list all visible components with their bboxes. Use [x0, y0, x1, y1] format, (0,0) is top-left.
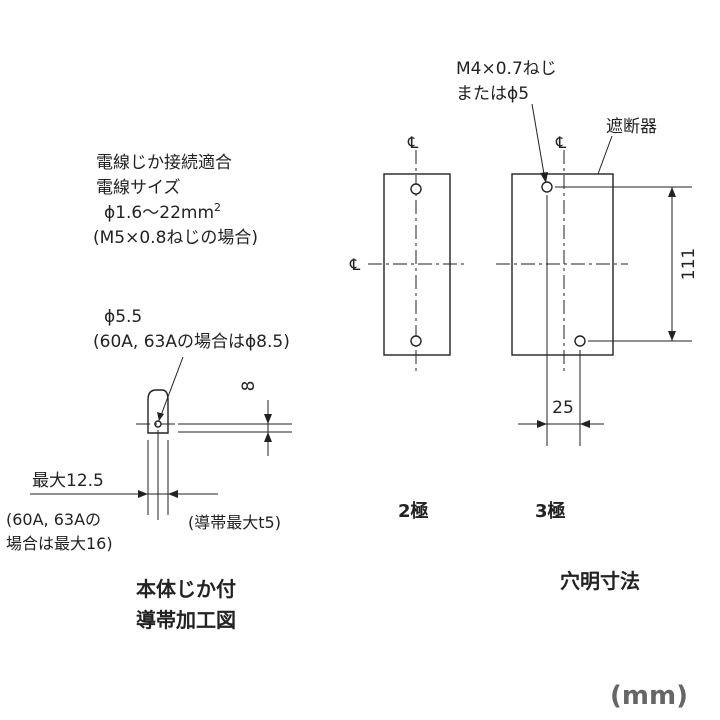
- dim-111-label: 111: [679, 248, 699, 280]
- wire-note-line2: 電線サイズ: [96, 178, 181, 198]
- left-caption-line2: 導帯加工図: [136, 608, 236, 632]
- hole-note-line2: (60A, 63Aの場合はϕ8.5): [93, 332, 290, 352]
- wire-note-line4: (M5×0.8ねじの場合): [93, 228, 258, 248]
- three-pole-drilling-pattern: ℄ 111 25: [496, 103, 699, 446]
- two-pole-label: 2極: [398, 500, 429, 522]
- breaker-label: 遮断器: [606, 117, 657, 137]
- three-pole-centerline-symbol: ℄: [555, 133, 567, 152]
- pole-labels: 2極 3極: [398, 500, 566, 522]
- hole-leader-line: [159, 356, 184, 419]
- two-pole-hole-top: [410, 183, 422, 195]
- width-arrow-left: [138, 490, 148, 498]
- wire-size-superscript: 2: [214, 201, 221, 214]
- three-pole-label: 3極: [535, 500, 566, 522]
- right-caption: 穴明寸法: [560, 569, 640, 593]
- dim-25-label: 25: [552, 398, 574, 418]
- dim-111-arrow-top: [668, 187, 676, 197]
- two-pole-centerline-symbol: ℄: [407, 133, 419, 152]
- wire-note-line3: ϕ1.6～22mm2: [104, 201, 221, 223]
- screw-note-line2: またはϕ5: [456, 84, 529, 104]
- width-arrow-right: [168, 490, 178, 498]
- three-pole-hole-top: [541, 181, 553, 193]
- screw-note-line1: M4×0.7ねじ: [456, 59, 557, 79]
- unit-label: (mm): [610, 681, 688, 711]
- conductor-bar-drawing: 8: [30, 356, 292, 520]
- hole-note-line1: ϕ5.5: [104, 307, 142, 327]
- screw-leader-line: [531, 103, 546, 181]
- left-caption-line1: 本体じか付: [136, 577, 236, 601]
- dim-25-arrow-right: [580, 420, 590, 428]
- max-width-label: 最大12.5: [32, 471, 104, 491]
- wire-connection-notes: 電線じか接続適合 電線サイズ ϕ1.6～22mm2 (M5×0.8ねじの場合): [93, 153, 258, 248]
- bar-dimension-notes: 最大12.5 (60A, 63Aの 場合は最大16) (導帯最大t5): [6, 471, 281, 553]
- wire-note-line1: 電線じか接続適合: [96, 153, 232, 173]
- hole-leader-arrow: [157, 412, 164, 421]
- screw-notes: M4×0.7ねじ またはϕ5 遮断器: [456, 59, 657, 137]
- two-pole-drilling-pattern: ℄ ℄: [349, 133, 464, 372]
- max-width-note-line1: (60A, 63Aの: [6, 510, 101, 529]
- breaker-leader-line: [597, 135, 613, 175]
- dim-8-label: 8: [239, 381, 259, 392]
- left-caption: 本体じか付 導帯加工図: [136, 577, 236, 632]
- dim-8-arrow-bottom: [264, 432, 272, 442]
- dim-25-arrow-left: [537, 420, 547, 428]
- two-pole-centerline-symbol-h: ℄: [349, 255, 361, 274]
- thickness-note: (導帯最大t5): [188, 513, 281, 532]
- three-pole-hole-bottom: [574, 335, 586, 347]
- hole-diameter-notes: ϕ5.5 (60A, 63Aの場合はϕ8.5): [93, 307, 290, 352]
- three-pole-outline: [511, 173, 614, 356]
- two-pole-hole-bottom: [410, 335, 422, 347]
- dim-8-arrow-top: [264, 414, 272, 424]
- dim-111-arrow-bottom: [668, 331, 676, 341]
- max-width-note-line2: 場合は最大16): [6, 534, 113, 553]
- wire-size-text: ϕ1.6～22mm: [104, 203, 214, 223]
- screw-leader-arrow: [540, 172, 548, 183]
